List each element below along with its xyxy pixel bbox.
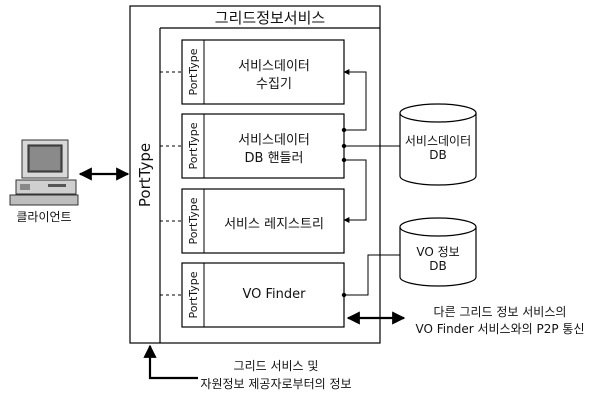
db-label-service-data-2: DB: [400, 148, 476, 162]
service-label-registry: 서비스 레지스트리: [206, 213, 342, 232]
db-label-vo-info-1: VO 정보: [400, 243, 476, 260]
porttype-label-registry: PortType: [184, 189, 204, 253]
resource-note-line-1: 그리드 서비스 및: [176, 357, 376, 374]
junction-dot-collector: [342, 128, 346, 132]
outer-porttype-label: PortType: [135, 95, 155, 255]
service-label-collector-2: 수집기: [206, 73, 342, 92]
porttype-label-vo-finder: PortType: [184, 263, 204, 327]
service-label-db-handler-1: 서비스데이터: [206, 129, 342, 148]
junction-dot-db: [342, 144, 346, 148]
service-label-collector-1: 서비스데이터: [206, 55, 342, 74]
junction-dot-registry: [342, 158, 346, 162]
p2p-note-line-1: 다른 그리드 정보 서비스의: [400, 303, 600, 320]
resource-note-line-2: 자원정보 제공자로부터의 정보: [176, 375, 376, 392]
diagram-title: 그리드정보서비스: [160, 7, 380, 28]
p2p-note-line-2: VO Finder 서비스와의 P2P 통신: [400, 320, 600, 337]
client-label: 클라이언트: [4, 208, 84, 225]
porttype-label-db-handler: PortType: [184, 114, 204, 178]
service-label-vo-finder: VO Finder: [206, 287, 342, 302]
service-label-db-handler-2: DB 핸들러: [206, 147, 342, 166]
junction-dot-vo: [342, 293, 346, 297]
porttype-label-collector: PortType: [184, 40, 204, 104]
db-label-vo-info-2: DB: [400, 259, 476, 273]
db-label-service-data-1: 서비스데이터: [400, 132, 476, 149]
client-computer-icon: [10, 140, 78, 205]
